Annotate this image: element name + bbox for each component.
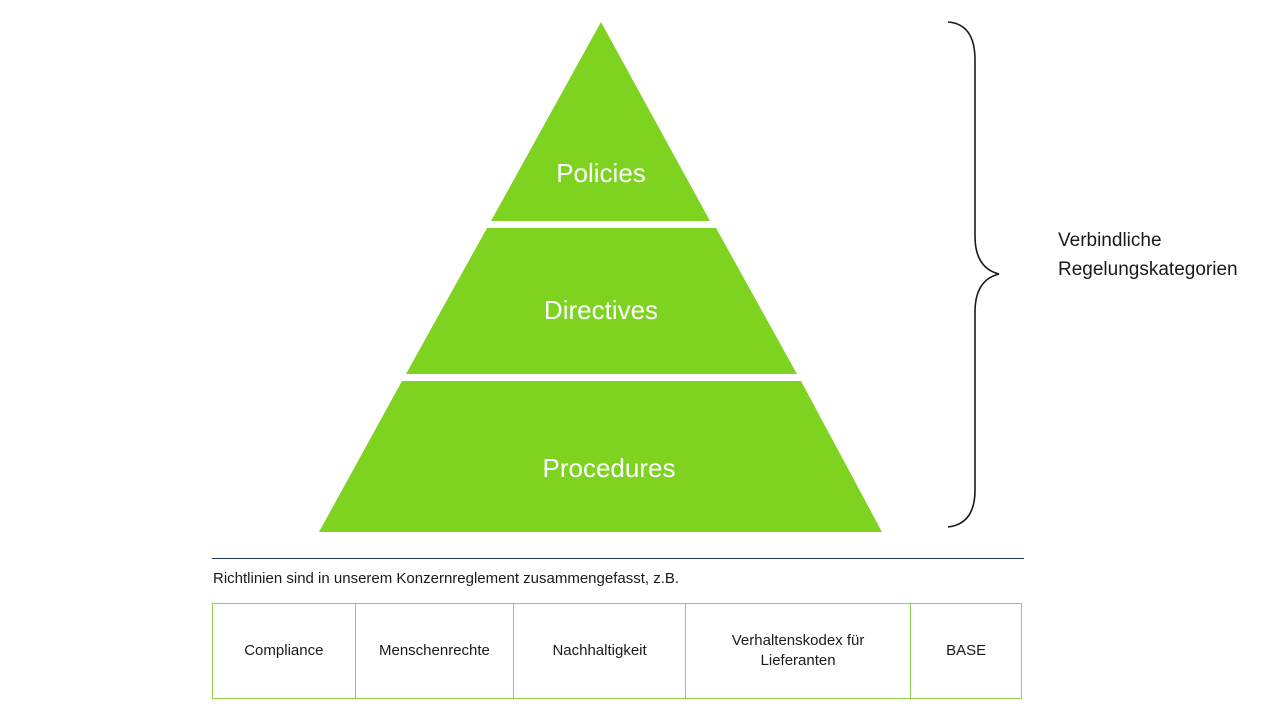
category-label-verhaltenskodex: Verhaltenskodex für Lieferanten xyxy=(731,632,865,669)
category-cell-compliance: Compliance xyxy=(213,604,356,698)
bracket-label-line-2: Regelungskategorien xyxy=(1058,259,1238,280)
category-cell-nachhaltigkeit: Nachhaltigkeit xyxy=(514,604,686,698)
curly-brace xyxy=(947,21,1000,528)
tier-label-procedures: Procedures xyxy=(543,453,676,483)
category-table: Compliance Menschenrechte Nachhaltigkeit… xyxy=(212,603,1022,699)
pyramid-tier-procedures xyxy=(319,381,882,532)
pyramid-tier-policies xyxy=(491,22,710,221)
category-cell-base: BASE xyxy=(946,642,987,659)
tier-label-directives: Directives xyxy=(544,295,658,325)
tier-label-policies: Policies xyxy=(556,158,646,188)
bracket-label: Verbindliche Regelungskategorien xyxy=(1058,226,1238,284)
pyramid-tier-directives xyxy=(406,228,797,374)
pyramid-diagram: Policies Directives Procedures xyxy=(319,21,1000,532)
divider-line xyxy=(212,558,1024,559)
bracket-label-line-1: Verbindliche xyxy=(1058,230,1162,251)
category-cell-verhaltenskodex: Verhaltenskodex für Lieferanten xyxy=(686,604,912,698)
regulation-note: Richtlinien sind in unserem Konzernregle… xyxy=(213,570,680,587)
category-cell-menschenrechte: Menschenrechte xyxy=(356,604,515,698)
